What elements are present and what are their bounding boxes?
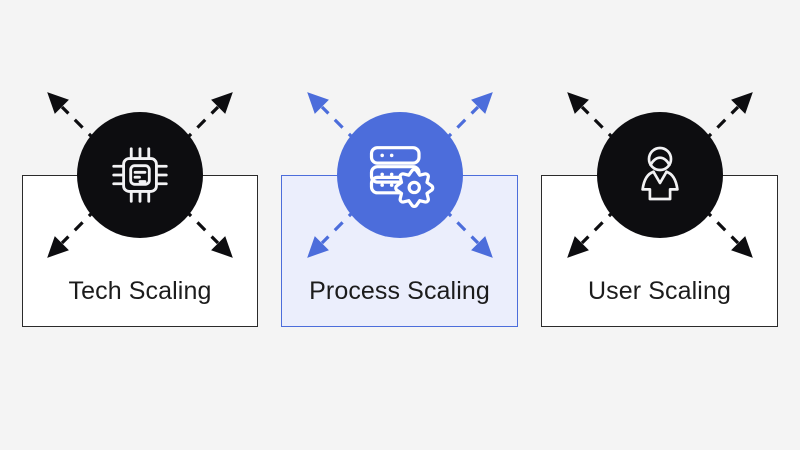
badge-user-scaling[interactable] <box>596 112 723 238</box>
person-user-icon <box>640 146 679 201</box>
card-label: Tech Scaling <box>68 277 212 305</box>
server-gear-icon <box>369 146 434 208</box>
badge-tech-scaling[interactable] <box>77 112 203 238</box>
badge-process-scaling[interactable] <box>336 112 463 238</box>
card-label: User Scaling <box>588 277 731 305</box>
card-label: Process Scaling <box>309 277 490 305</box>
cpu-chip-icon <box>112 147 168 203</box>
